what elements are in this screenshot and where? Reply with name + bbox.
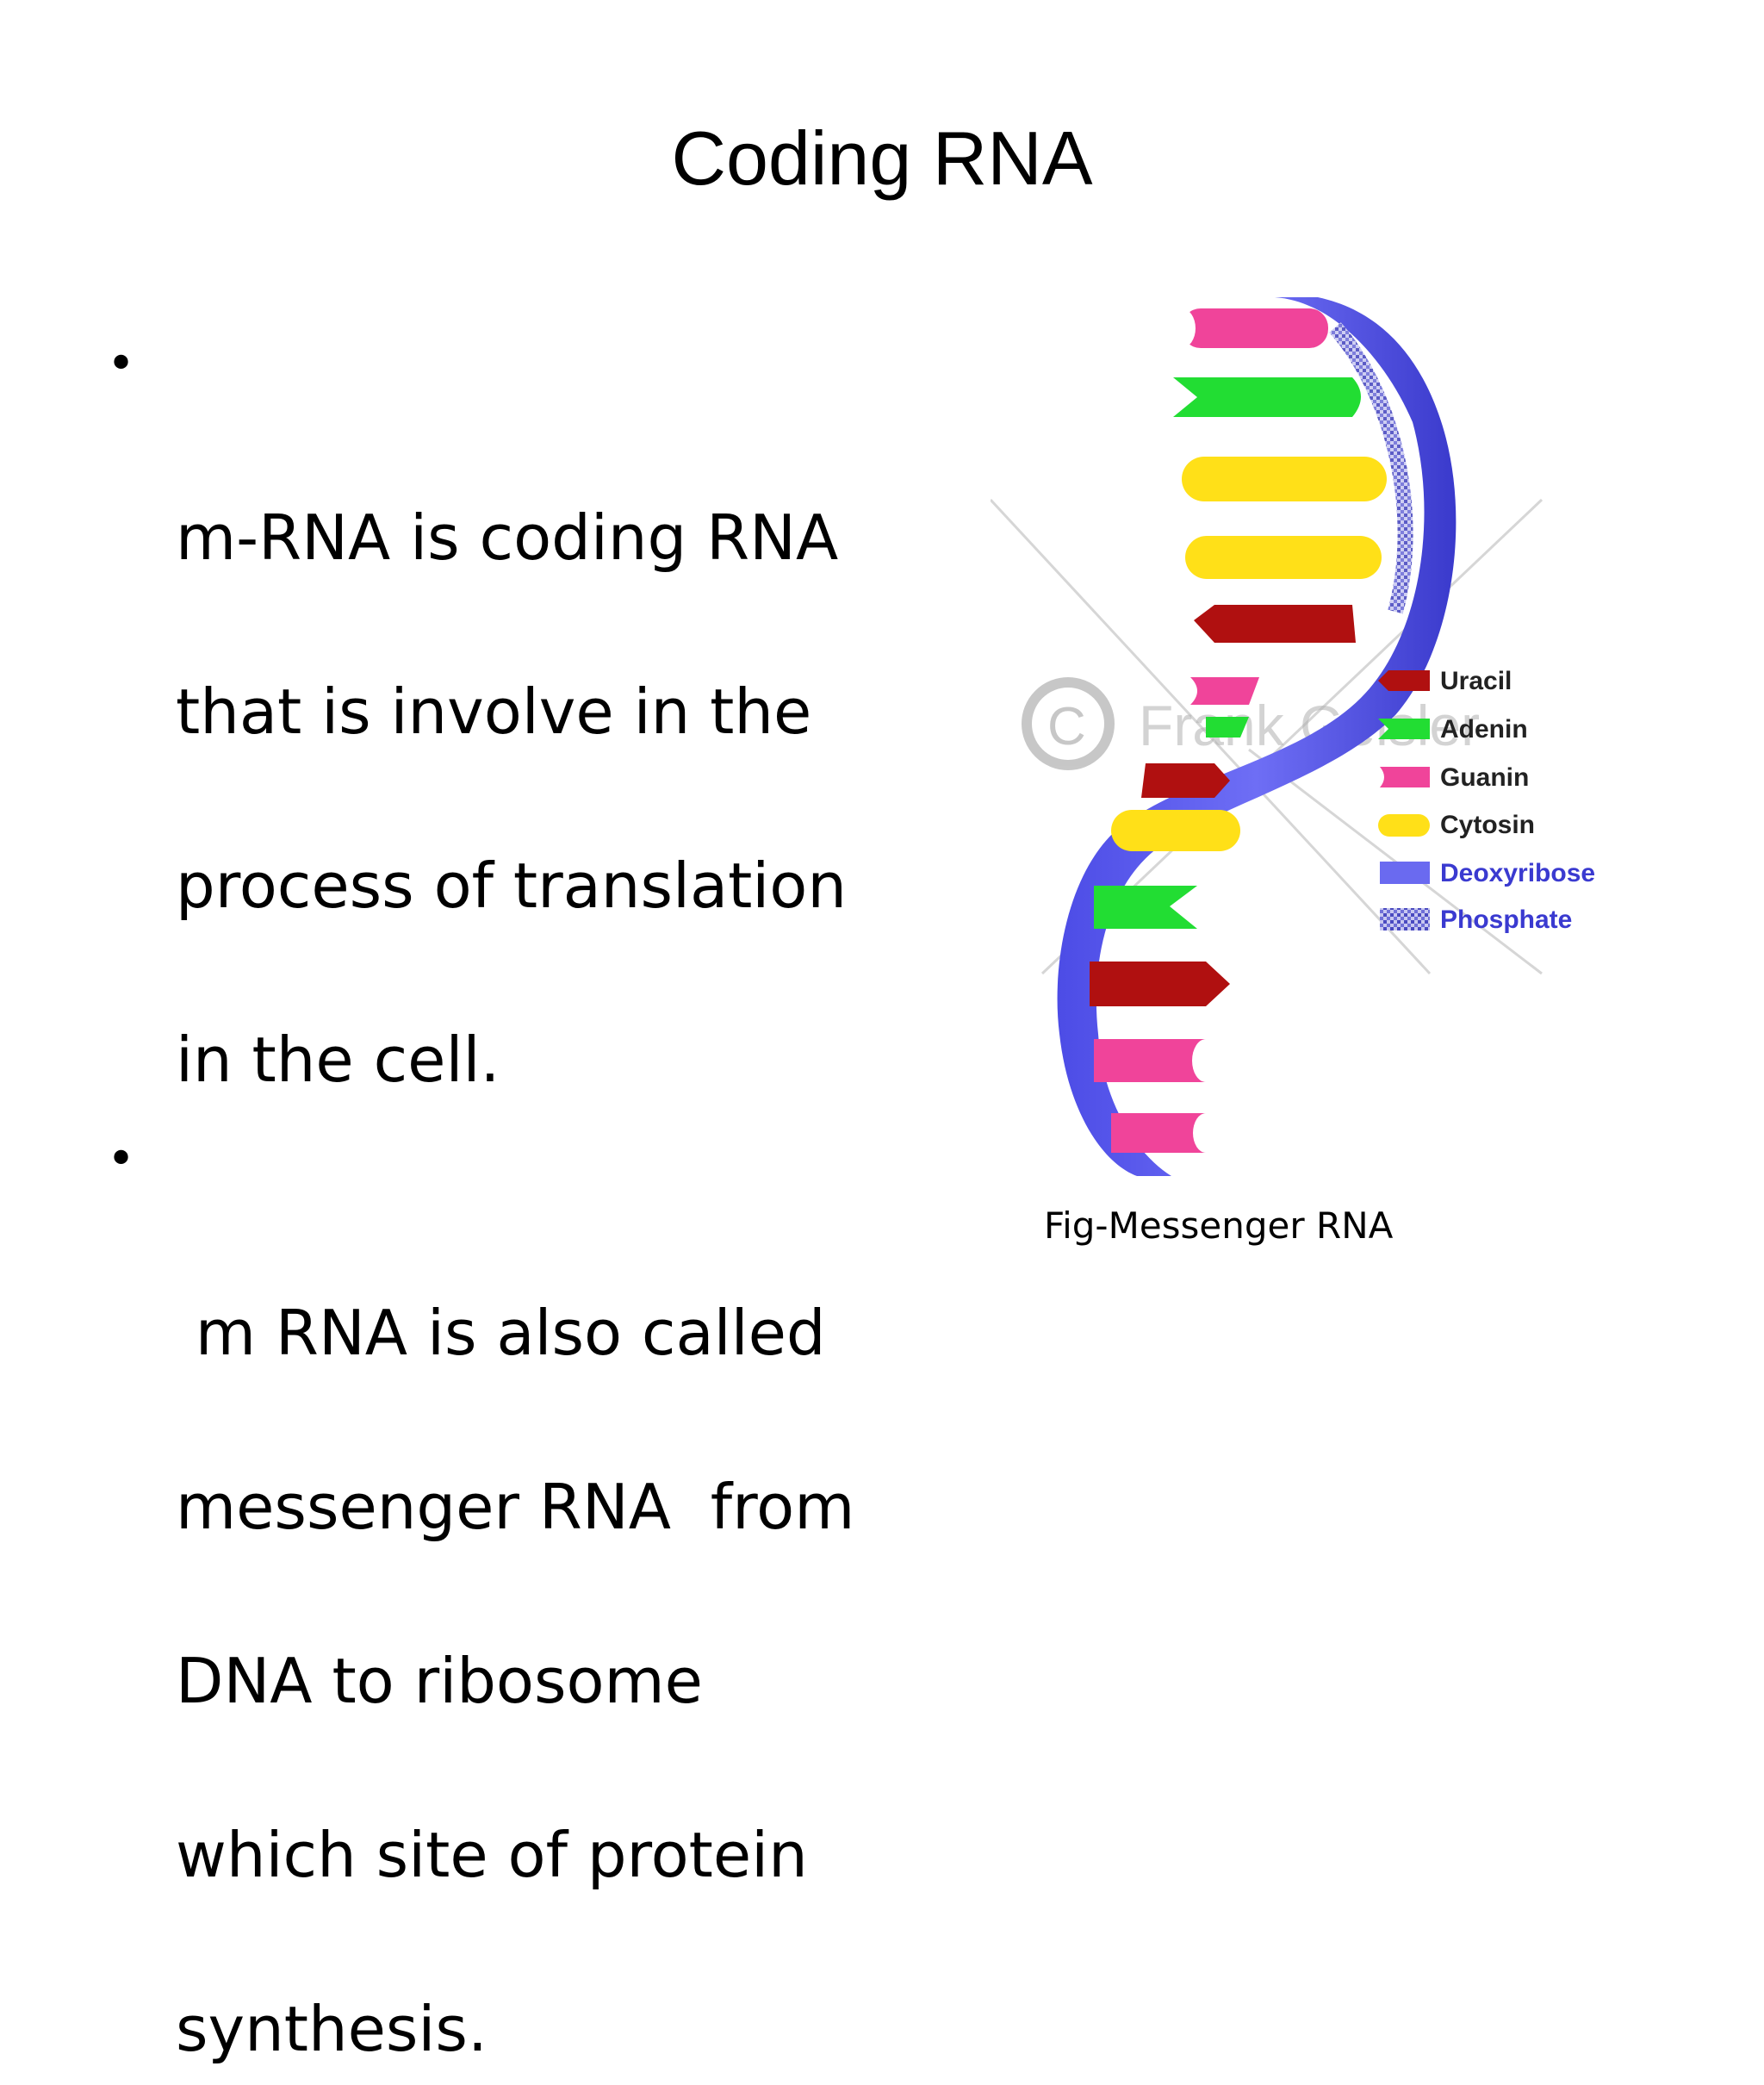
bullet-line: that is involve in the: [176, 675, 812, 748]
figure-caption: Fig-Messenger RNA: [1044, 1204, 1394, 1247]
base-guanin: [1094, 1039, 1220, 1082]
legend: Uracil Adenin Guanin Cytosin Deoxyribose…: [1378, 667, 1595, 934]
legend-label: Phosphate: [1440, 906, 1572, 934]
bullet-line: DNA to ribosome: [176, 1645, 703, 1717]
legend-label: Guanin: [1440, 763, 1529, 792]
base-guanin: [1168, 308, 1328, 348]
base-uracil: [1194, 605, 1356, 643]
base-uracil: [1090, 962, 1230, 1006]
base-cytosin: [1111, 810, 1240, 851]
legend-item-adenin: Adenin: [1378, 715, 1528, 744]
phosphate-swatch-icon: [1380, 908, 1430, 930]
legend-label: Cytosin: [1440, 811, 1535, 839]
base-uracil: [1141, 763, 1230, 798]
bullet-line: in the cell.: [176, 1024, 500, 1096]
slide-title: Coding RNA: [671, 115, 1093, 201]
base-adenin: [1094, 886, 1197, 929]
base-adenin: [1206, 717, 1249, 738]
legend-item-uracil: Uracil: [1378, 667, 1512, 695]
bullet-line: messenger RNA from: [176, 1471, 855, 1543]
base-cytosin: [1185, 536, 1382, 579]
cytosin-swatch-icon: [1378, 814, 1430, 837]
base-pairs: [1090, 308, 1387, 1153]
bullet-line: m-RNA is coding RNA: [176, 501, 839, 574]
uracil-swatch-icon: [1378, 670, 1430, 691]
bullet-line: m RNA is also called: [176, 1297, 826, 1369]
base-adenin: [1173, 377, 1361, 417]
guanin-swatch-icon: [1380, 767, 1430, 787]
phosphate-stripe: [1329, 322, 1413, 614]
backbone-ribbon: [1057, 297, 1457, 1176]
bullet-item: • m-RNA is coding RNA that is involve in…: [103, 321, 896, 1104]
deoxyribose-swatch-icon: [1380, 862, 1430, 884]
legend-item-phosphate: Phosphate: [1380, 906, 1572, 934]
bullet-dot-icon: •: [107, 336, 136, 392]
legend-item-guanin: Guanin: [1380, 763, 1529, 792]
base-guanin: [1190, 677, 1259, 705]
bullet-line: synthesis.: [176, 1993, 488, 2065]
bullet-dot-icon: •: [107, 1131, 136, 1187]
rna-figure: C Frank Geisler: [991, 293, 1680, 1189]
bullet-line: which site of protein: [176, 1819, 808, 1891]
base-guanin: [1111, 1113, 1219, 1153]
legend-label: Deoxyribose: [1440, 859, 1595, 887]
legend-item-cytosin: Cytosin: [1378, 811, 1535, 839]
adenin-swatch-icon: [1378, 719, 1430, 739]
bullet-line: process of translation: [176, 850, 847, 922]
svg-text:C: C: [1047, 697, 1086, 756]
base-cytosin: [1182, 457, 1387, 501]
legend-label: Adenin: [1440, 715, 1528, 744]
legend-label: Uracil: [1440, 667, 1512, 695]
bullet-list: • m-RNA is coding RNA that is involve in…: [103, 321, 896, 2085]
bullet-item: • m RNA is also called messenger RNA fro…: [103, 1116, 896, 2073]
rna-strand-illustration: C Frank Geisler: [991, 297, 1595, 1176]
legend-item-deoxyribose: Deoxyribose: [1380, 859, 1595, 887]
